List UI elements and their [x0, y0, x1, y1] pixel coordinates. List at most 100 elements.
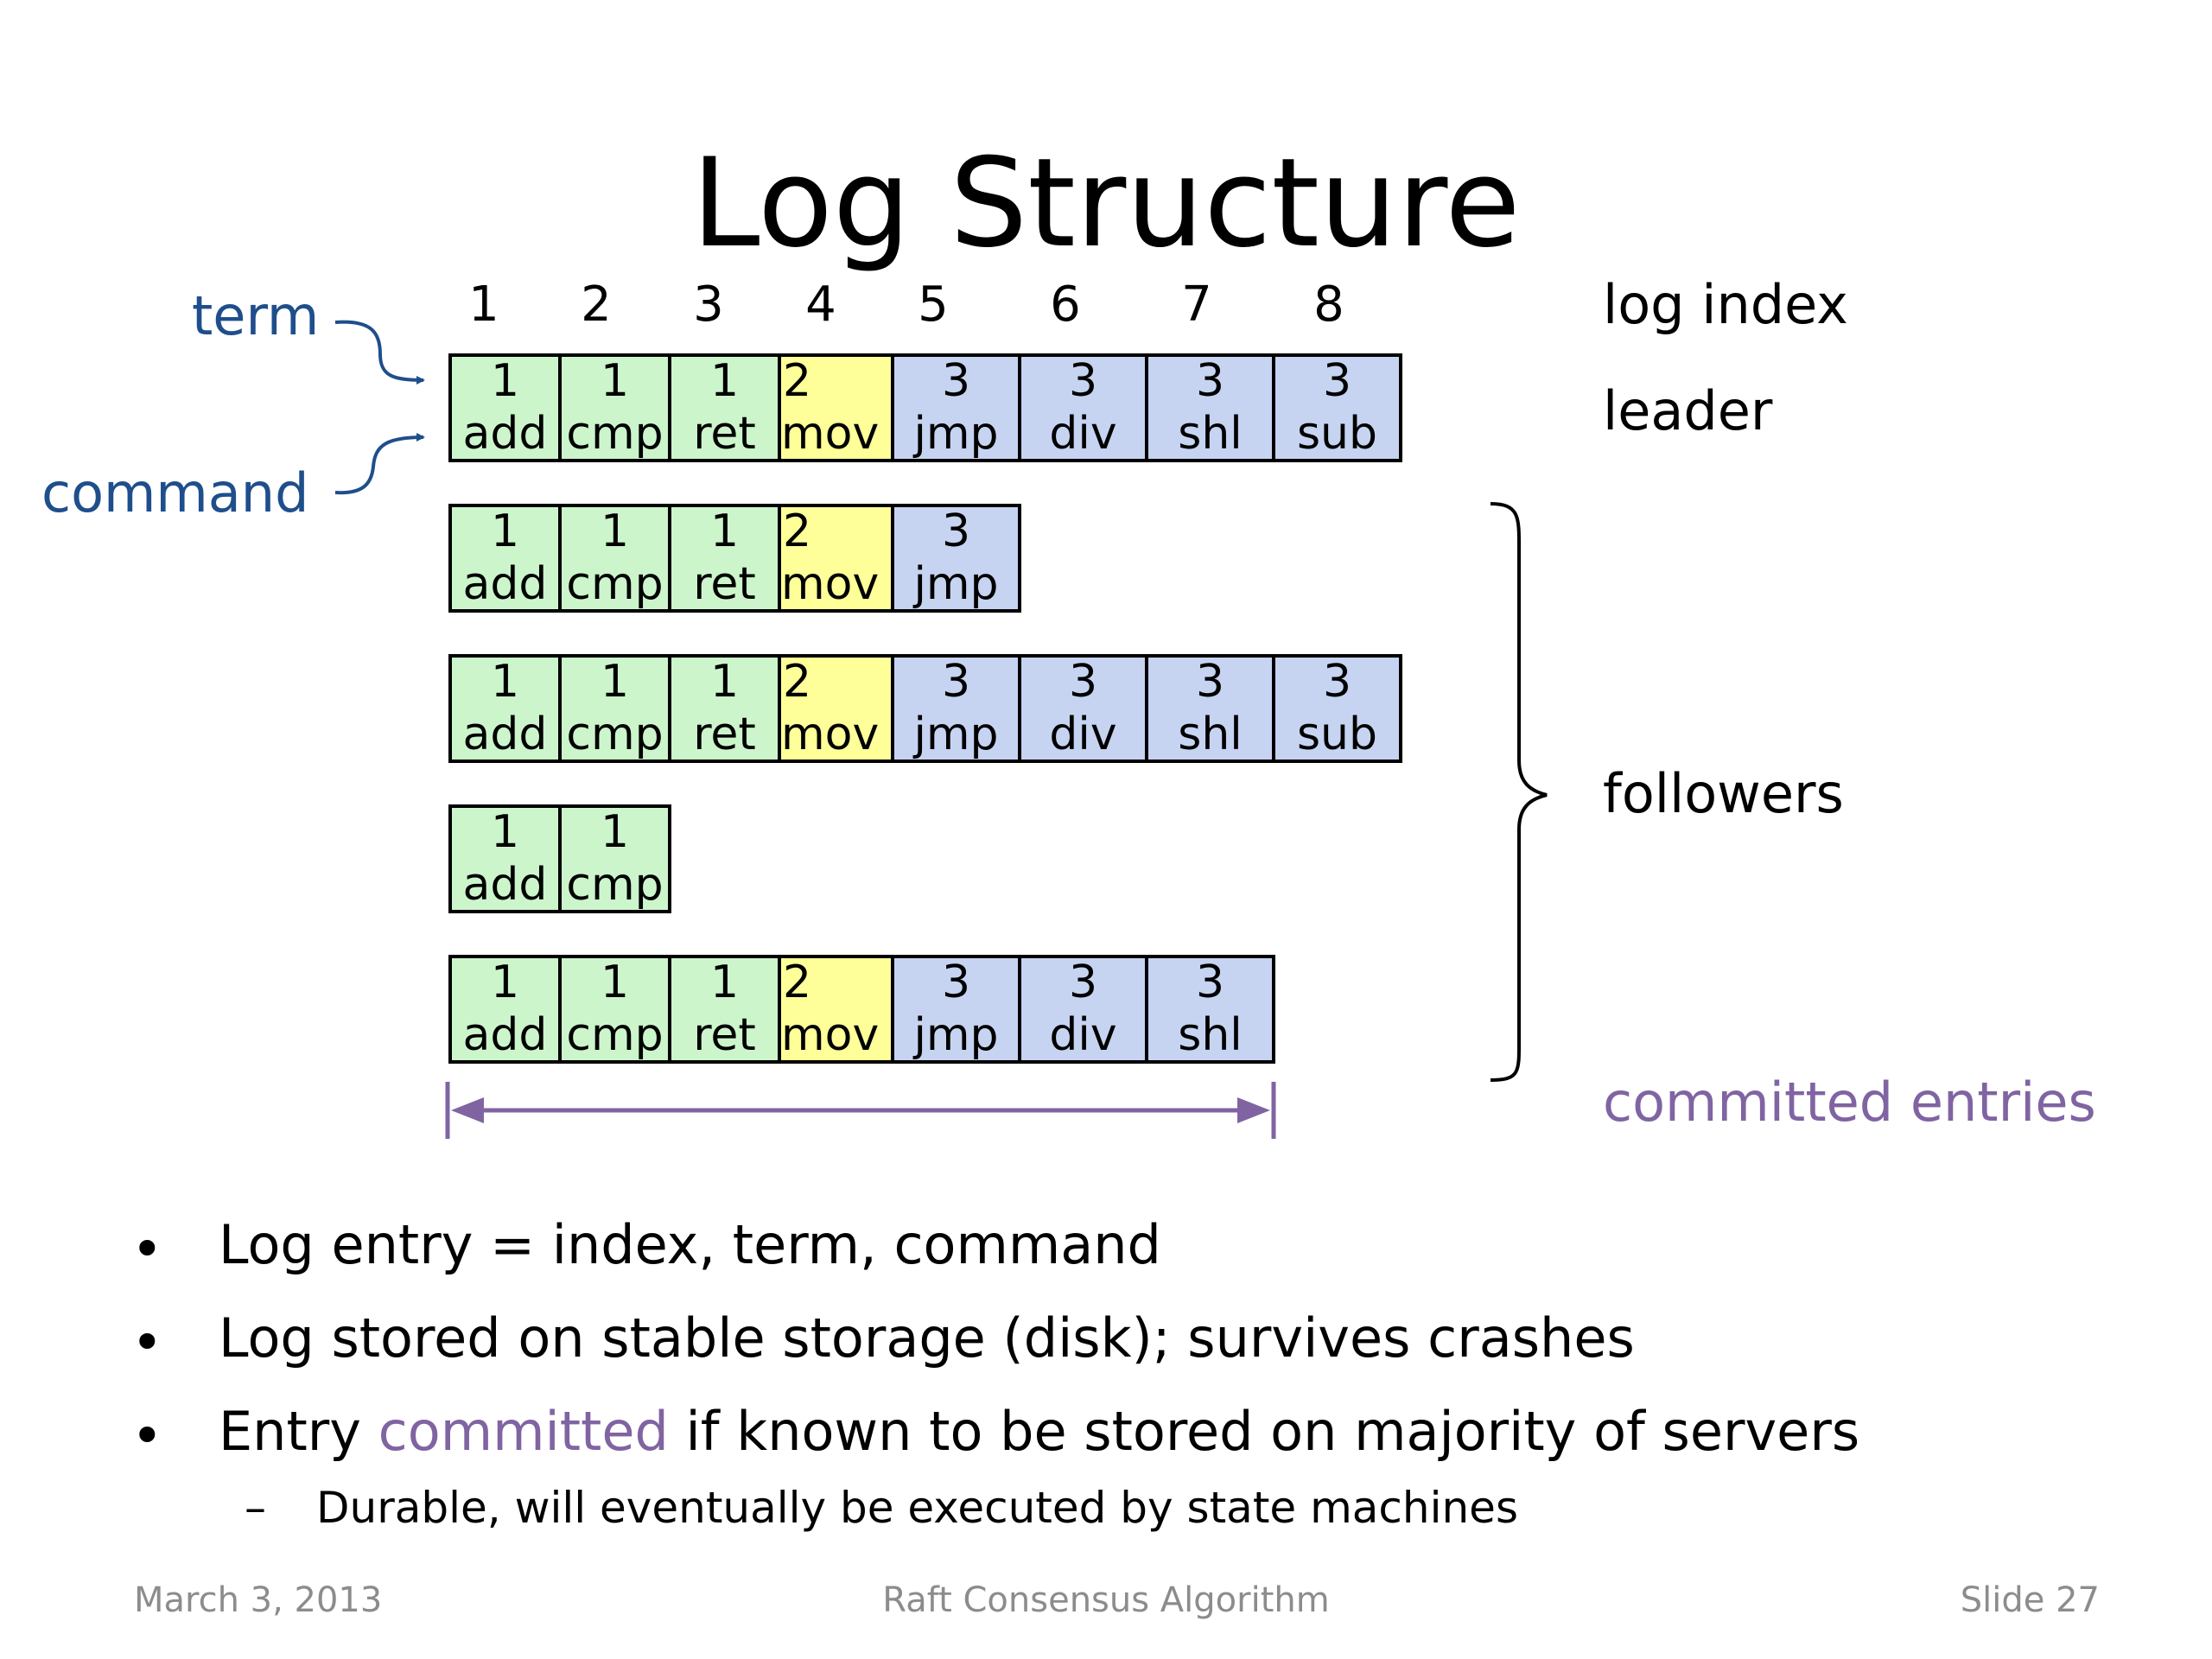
entry-term: 1 [709, 354, 740, 407]
entry-command: add [462, 408, 548, 460]
entry-term: 3 [941, 505, 971, 557]
entry-command: mov [781, 408, 880, 460]
sub-bullet-dash: – [245, 1483, 266, 1533]
bullet-1: Log entry = index, term, command [219, 1213, 1161, 1276]
entry-term: 3 [1195, 655, 1225, 708]
log-index-3: 3 [693, 276, 724, 333]
entry-term: 2 [783, 505, 812, 557]
log-index-6: 6 [1050, 276, 1081, 333]
entry-term: 1 [600, 505, 630, 557]
entry-command: cmp [566, 1009, 664, 1061]
sub-bullet-1: Durable, will eventually be executed by … [316, 1483, 1518, 1533]
followers-label: followers [1603, 762, 1844, 825]
log-index-label: log index [1603, 273, 1848, 336]
entry-command: ret [693, 558, 756, 610]
entry-term: 3 [941, 655, 971, 708]
bullet-symbol-1: • [131, 1217, 163, 1281]
entry-command: cmp [566, 709, 664, 760]
entry-term: 2 [783, 655, 812, 708]
entry-term: 1 [600, 805, 630, 858]
bullet-symbol-2: • [131, 1311, 163, 1374]
entry-command: div [1049, 408, 1117, 460]
entry-command: mov [781, 709, 880, 760]
entry-command: jmp [913, 408, 999, 460]
entry-term: 1 [490, 354, 520, 407]
entry-command: add [462, 709, 548, 760]
entry-command: div [1049, 1009, 1117, 1061]
entry-term: 3 [1195, 354, 1225, 407]
committed-span [445, 1082, 1276, 1139]
bullet-3: Entry committed if known to be stored on… [219, 1405, 1859, 1459]
entry-command: shl [1178, 709, 1243, 760]
slide-title: Log Structure [691, 132, 1521, 275]
entry-term: 3 [1322, 655, 1352, 708]
entry-command: mov [781, 1009, 880, 1061]
entry-command: shl [1178, 408, 1243, 460]
footer-title: Raft Consensus Algorithm [882, 1580, 1330, 1620]
entry-term: 1 [709, 655, 740, 708]
log-index-4: 4 [805, 276, 836, 333]
bullet-3-prefix: Entry [219, 1400, 378, 1463]
term-label: term [192, 284, 320, 347]
entry-command: div [1049, 709, 1117, 760]
entry-command: cmp [566, 859, 664, 911]
log-index-2: 2 [581, 276, 612, 333]
term-arrow [334, 320, 425, 385]
log-index-7: 7 [1181, 276, 1212, 333]
entry-command: cmp [566, 558, 664, 610]
entry-command: jmp [913, 1009, 999, 1061]
entry-term: 1 [709, 956, 740, 1008]
bullet-3-committed: committed [378, 1400, 669, 1463]
entry-term: 3 [1068, 655, 1098, 708]
bullet-2: Log stored on stable storage (disk); sur… [219, 1306, 1635, 1370]
entry-command: ret [693, 408, 756, 460]
entry-command: add [462, 859, 548, 911]
entry-term: 1 [490, 505, 520, 557]
entry-term: 2 [783, 354, 812, 407]
entry-term: 1 [600, 655, 630, 708]
entry-term: 1 [709, 505, 740, 557]
entry-term: 3 [1068, 956, 1098, 1008]
entry-term: 1 [490, 956, 520, 1008]
entry-command: add [462, 558, 548, 610]
log-index-1: 1 [468, 276, 499, 333]
command-label: command [41, 461, 309, 524]
committed-entries-label: committed entries [1603, 1071, 2096, 1134]
entry-command: mov [781, 558, 880, 610]
entry-command: shl [1178, 1009, 1243, 1061]
entry-term: 1 [490, 805, 520, 858]
entry-term: 2 [783, 956, 812, 1008]
entry-command: sub [1296, 709, 1378, 760]
entry-command: jmp [913, 709, 999, 760]
log-index-5: 5 [918, 276, 949, 333]
entry-term: 3 [941, 956, 971, 1008]
entry-term: 3 [1322, 354, 1352, 407]
entry-term: 1 [600, 354, 630, 407]
footer-slide-number: Slide 27 [1960, 1580, 2100, 1620]
followers-brace [1490, 502, 1548, 1082]
